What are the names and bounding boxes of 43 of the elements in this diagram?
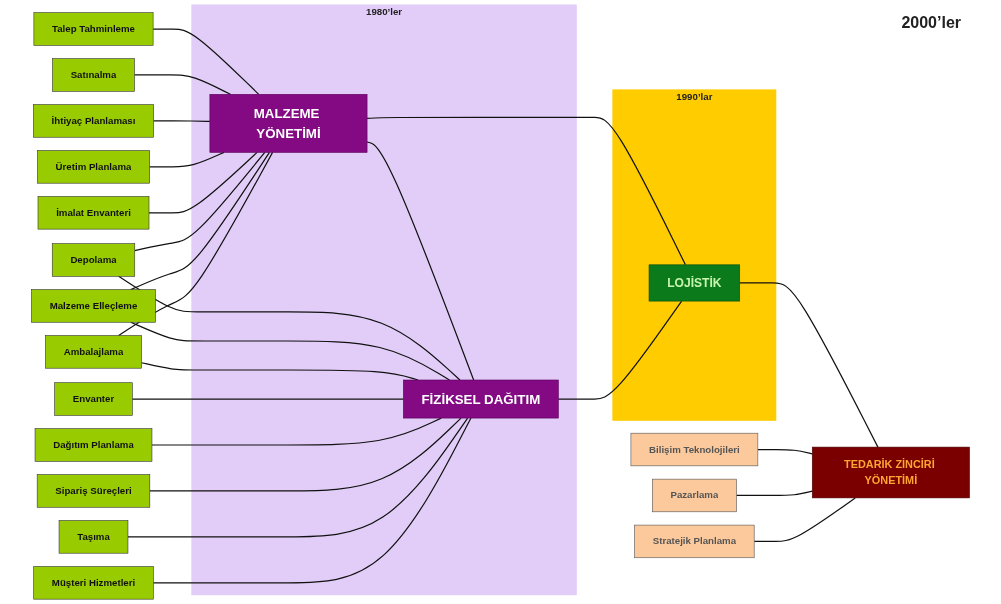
node-box: Bilişim Teknolojileri [630,432,759,467]
connector [735,490,813,497]
node-box: Sipariş Süreçleri [36,474,151,508]
node-box: Müşteri Hizmetleri [33,566,154,600]
connector [148,151,225,168]
connector [753,497,856,543]
node-box: Envanter [54,382,133,416]
connector [152,417,472,584]
node-box: FİZİKSEL DAĞITIM [403,379,559,419]
node-box: Taşıma [58,520,129,554]
connector [366,116,687,266]
node-box: Üretim Planlama [37,150,150,184]
node-box: TEDARİK ZİNCİRİ YÖNETİMİ [811,446,970,499]
node-box: Dağıtım Planlama [34,428,153,462]
node-box: Depolama [51,243,136,277]
connector [127,417,469,538]
node-box: Pazarlama [652,478,737,513]
connector [757,448,813,455]
connector [148,151,258,214]
connector [557,300,683,400]
connector [131,398,404,400]
era-label: 2000’ler [901,14,961,32]
connector [133,74,232,95]
connector [130,151,271,291]
node-box: Ambalajlama [45,335,142,369]
connector [149,417,462,492]
connector [151,417,442,446]
node-box: İhtiyaç Planlaması [33,104,154,138]
connector [130,321,451,381]
connector [152,120,211,122]
node-box: Talep Tahminleme [33,12,154,46]
node-box: İmalat Envanteri [37,196,150,230]
node-box: Stratejik Planlama [634,524,755,559]
connector [118,275,461,381]
connector [739,282,879,448]
connector [152,28,260,95]
connector [366,141,475,381]
node-box: Malzeme Elleçleme [31,289,156,323]
node-box: MALZEME YÖNETİMİ [209,94,368,153]
node-box: Satınalma [52,58,135,92]
connector [134,151,266,252]
connector [118,151,274,337]
node-box: LOJİSTİK [648,264,741,302]
